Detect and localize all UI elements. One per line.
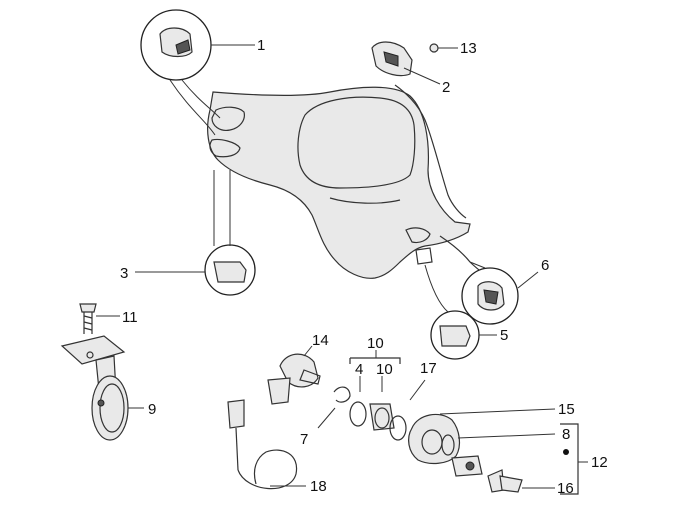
callout-7: 7 — [300, 431, 308, 448]
callout-16: 16 — [557, 480, 574, 497]
callout-2: 2 — [442, 79, 450, 96]
part-18-wire — [227, 399, 306, 490]
callout-12: 12 — [591, 454, 608, 471]
callout-8: 8 — [562, 426, 570, 443]
handlebar-cover — [207, 84, 487, 279]
ignition-lock-group — [267, 345, 588, 495]
callout-10-top: 10 — [367, 335, 384, 352]
part-6-detail — [461, 261, 539, 325]
callout-6: 6 — [541, 257, 549, 274]
callout-15: 15 — [558, 401, 575, 418]
part-3-detail — [135, 170, 256, 296]
part-5-detail — [424, 264, 497, 360]
horn-assembly — [60, 303, 144, 441]
callout-11: 11 — [122, 309, 138, 326]
part-2-switch — [371, 41, 458, 85]
callout-13: 13 — [460, 40, 477, 57]
callout-4: 4 — [355, 361, 363, 378]
callout-5: 5 — [500, 327, 508, 344]
callout-14: 14 — [312, 332, 329, 349]
callout-18: 18 — [310, 478, 327, 495]
callout-17: 17 — [420, 360, 437, 377]
part-1-detail — [140, 9, 255, 136]
callout-9: 9 — [148, 401, 156, 418]
callout-3: 3 — [120, 265, 128, 282]
callout-1: 1 — [257, 37, 265, 54]
callout-10-sub: 10 — [376, 361, 393, 378]
